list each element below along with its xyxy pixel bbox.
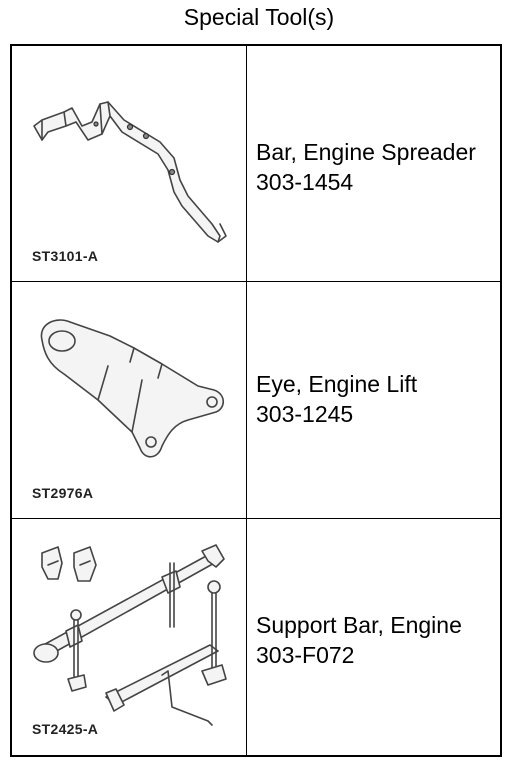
tool-description-cell: Support Bar, Engine 303-F072 (247, 519, 500, 755)
engine-spreader-bar-illustration (33, 101, 227, 243)
table-row: ST2425-A Support Bar, Engine 303-F072 (12, 519, 500, 755)
table-row: ST3101-A Bar, Engine Spreader 303-1454 (12, 46, 500, 282)
tool-code: ST2976A (32, 485, 94, 501)
tool-illustration-cell: ST3101-A (12, 46, 247, 281)
tool-description-cell: Eye, Engine Lift 303-1245 (247, 282, 500, 518)
tool-illustration-cell: ST2425-A (12, 519, 247, 755)
tool-number: 303-F072 (256, 642, 355, 668)
tool-name: Eye, Engine Lift (256, 371, 418, 397)
tool-number: 303-1245 (256, 401, 354, 427)
tool-code: ST2425-A (32, 721, 99, 737)
tool-illustration-cell: ST2976A (12, 282, 247, 518)
table-row: ST2976A Eye, Engine Lift 303-1245 (12, 282, 500, 519)
tool-name: Bar, Engine Spreader (256, 139, 476, 165)
special-tools-table: ST3101-A Bar, Engine Spreader 303-1454 S… (10, 44, 502, 757)
engine-lift-eye-illustration (40, 319, 225, 458)
tool-number: 303-1454 (256, 169, 354, 195)
page-title: Special Tool(s) (183, 4, 335, 30)
tool-description-cell: Bar, Engine Spreader 303-1454 (247, 46, 500, 281)
tool-description: Bar, Engine Spreader 303-1454 (256, 137, 476, 197)
tool-description: Support Bar, Engine 303-F072 (256, 610, 462, 670)
tool-description: Eye, Engine Lift 303-1245 (256, 369, 417, 429)
tool-name: Support Bar, Engine (256, 612, 462, 638)
engine-support-bar-illustration (33, 544, 227, 726)
tool-code: ST3101-A (32, 248, 99, 264)
